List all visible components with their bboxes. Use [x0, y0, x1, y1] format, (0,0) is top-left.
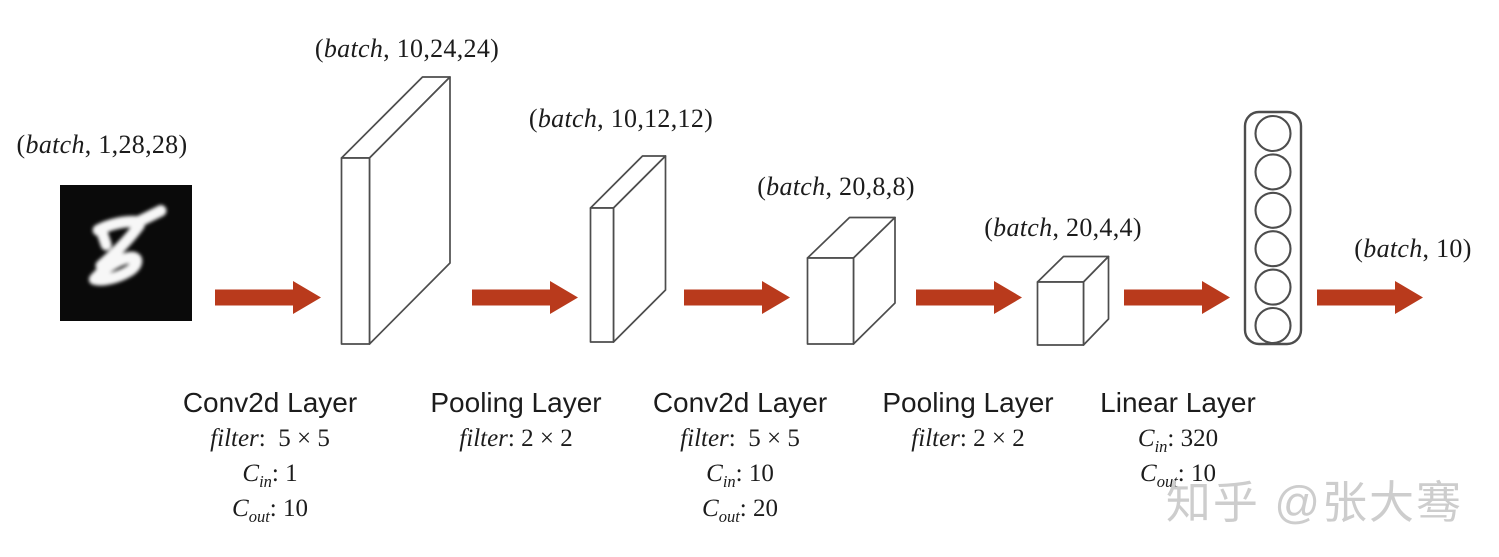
tensor-shape-label-pool2: (batch, 20,4,4): [984, 213, 1142, 242]
flow-arrow-4: [916, 281, 1022, 314]
tensor-shape-label-pool1: (batch, 10,12,12): [528, 104, 714, 133]
tensor-shape-label-conv1: (batch, 10,24,24): [314, 34, 500, 63]
layer-name: Conv2d Layer: [652, 387, 828, 418]
linear-unit-circle: [1254, 191, 1292, 229]
layer-param-cin: Cin: 10: [706, 460, 774, 491]
tensor-shape-label-output: (batch, 10): [1354, 234, 1472, 263]
layer-param-filter: filter: 2 × 2: [459, 425, 573, 452]
flow-arrow-5: [1124, 281, 1230, 314]
layer-param-filter: filter: 2 × 2: [911, 425, 1025, 452]
layer-caption-pool1: Pooling Layer filter: 2 × 2: [396, 384, 636, 456]
layer-name: Conv2d Layer: [182, 387, 358, 418]
handwritten-digit-5: [88, 205, 167, 286]
layer-param-filter: filter: 5 × 5: [210, 425, 330, 452]
linear-unit-circle: [1254, 230, 1292, 268]
layer-caption-pool2: Pooling Layer filter: 2 × 2: [848, 384, 1088, 456]
conv2-output-tensor: [806, 216, 896, 345]
layer-name: Pooling Layer: [882, 387, 1054, 418]
layer-param-cout: Cout: 20: [702, 495, 778, 526]
flow-arrow-6: [1317, 281, 1423, 314]
linear-unit-circle: [1254, 268, 1292, 306]
linear-unit-circle: [1254, 114, 1292, 153]
flow-arrow-1: [215, 281, 321, 314]
mnist-input-image: [60, 185, 192, 321]
layer-caption-linear: Linear Layer Cin: 320 Cout: 10: [1058, 384, 1298, 491]
layer-param-filter: filter: 5 × 5: [680, 425, 800, 452]
layer-name: Linear Layer: [1100, 387, 1256, 418]
tensor-shape-label-conv2: (batch, 20,8,8): [757, 172, 915, 201]
linear-unit-circles: [1254, 114, 1292, 345]
pool2-output-tensor: [1036, 255, 1110, 346]
layer-name: Pooling Layer: [430, 387, 602, 418]
linear-units-svg: [1243, 110, 1303, 346]
flow-arrow-3: [684, 281, 790, 314]
layer-param-cout: Cout: 10: [232, 495, 308, 526]
layer-param-cin: Cin: 1: [242, 460, 298, 491]
flow-arrow-2: [472, 281, 578, 314]
tensor-shape-label-input: (batch, 1,28,28): [16, 130, 188, 159]
linear-unit-circle: [1254, 153, 1292, 191]
conv1-output-tensor: [340, 76, 451, 345]
layer-caption-conv2: Conv2d Layer filter: 5 × 5 Cin: 10 Cout:…: [620, 384, 860, 526]
layer-param-cin: Cin: 320: [1137, 425, 1219, 456]
pool1-output-tensor: [589, 155, 667, 343]
layer-caption-conv1: Conv2d Layer filter: 5 × 5 Cin: 1 Cout: …: [150, 384, 390, 526]
zhihu-watermark: 知乎 @张大骞: [1165, 477, 1463, 528]
layer-param-cout: Cout: 10: [1140, 460, 1216, 491]
linear-unit-circle: [1254, 306, 1292, 345]
